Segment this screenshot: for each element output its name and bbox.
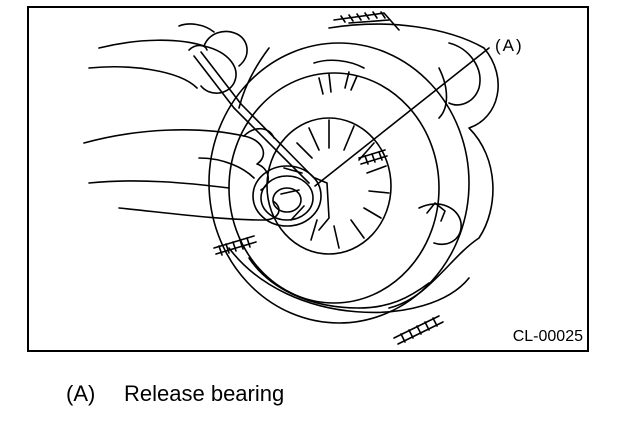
screwdriver <box>188 44 315 184</box>
illustration-frame: (A) CL-00025 <box>27 6 589 352</box>
legend-key: (A) <box>66 381 96 406</box>
lower-hand <box>83 127 280 221</box>
legend: (A) Release bearing <box>66 381 284 407</box>
figure-id: CL-00025 <box>512 328 583 345</box>
upper-hand <box>88 23 248 94</box>
callout-leader <box>314 47 490 187</box>
clutch-cover <box>208 42 470 324</box>
studs <box>213 149 444 345</box>
housing-outline <box>328 11 499 309</box>
clutch-illustration <box>83 11 499 345</box>
callout-label-a: (A) <box>495 36 524 55</box>
legend-text: Release bearing <box>124 381 285 406</box>
release-bearing <box>252 165 330 231</box>
